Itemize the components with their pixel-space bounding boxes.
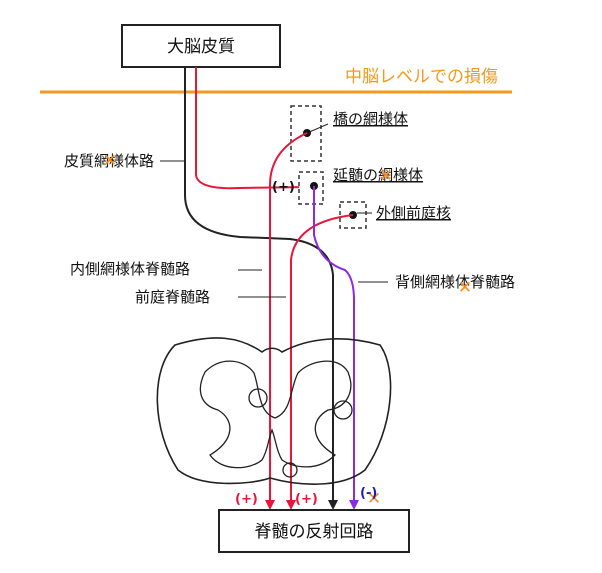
- pontine-reticular-label: 橋の網様体: [333, 110, 408, 128]
- spinal-cord-outline: [156, 337, 392, 485]
- pontine-leader: [306, 123, 329, 134]
- vestibulospinal-tract: [286, 214, 354, 510]
- vestibular-nucleus-label: 外側前庭核: [376, 204, 451, 222]
- cortex-to-medulla-path: [195, 67, 313, 190]
- lateral-reticulospinal-label: 背側網様体脊髄路: [395, 273, 515, 291]
- cross-mark-minus: ✕: [367, 489, 381, 509]
- lesion-level-label: 中脳レベルでの損傷: [345, 67, 498, 87]
- spinal-left-inner: [248, 388, 268, 408]
- medial-reticulospinal-tract: [265, 132, 308, 510]
- cortex-box: [121, 24, 281, 68]
- corticoreticular-label: 皮質網様体路: [64, 152, 154, 170]
- medial-reticulospinal-label: 内側網様体脊髄路: [70, 260, 190, 278]
- vestibulospinal-label: 前庭脊髄路: [135, 288, 210, 306]
- medullary-reticular-label: 延髄の網様体: [333, 166, 423, 184]
- reflex-circuit-label: 脊髄の反射回路: [255, 522, 374, 542]
- cortex-label: 大脳皮質: [167, 37, 235, 57]
- medial-reticulospinal-plus: (+): [235, 492, 258, 507]
- medulla-plus-sign: (+): [272, 180, 295, 195]
- lateral-reticulospinal-tract: [313, 186, 359, 510]
- vestibular-nucleus-box: [339, 201, 367, 229]
- spinal-grey-matter: [199, 360, 352, 469]
- spinal-right-inner: [333, 400, 353, 420]
- reflex-circuit-box: [218, 509, 410, 553]
- cross-mark-corticoreticular: ✕: [103, 151, 117, 171]
- spinal-central-canal: [282, 462, 298, 478]
- lateral-reticulospinal-minus: (-): [360, 486, 377, 501]
- vestibulospinal-plus: (+): [295, 492, 318, 507]
- cross-mark-lateral-reticulospinal: ✕: [458, 278, 472, 298]
- cross-mark-medullary: ✕: [379, 166, 393, 186]
